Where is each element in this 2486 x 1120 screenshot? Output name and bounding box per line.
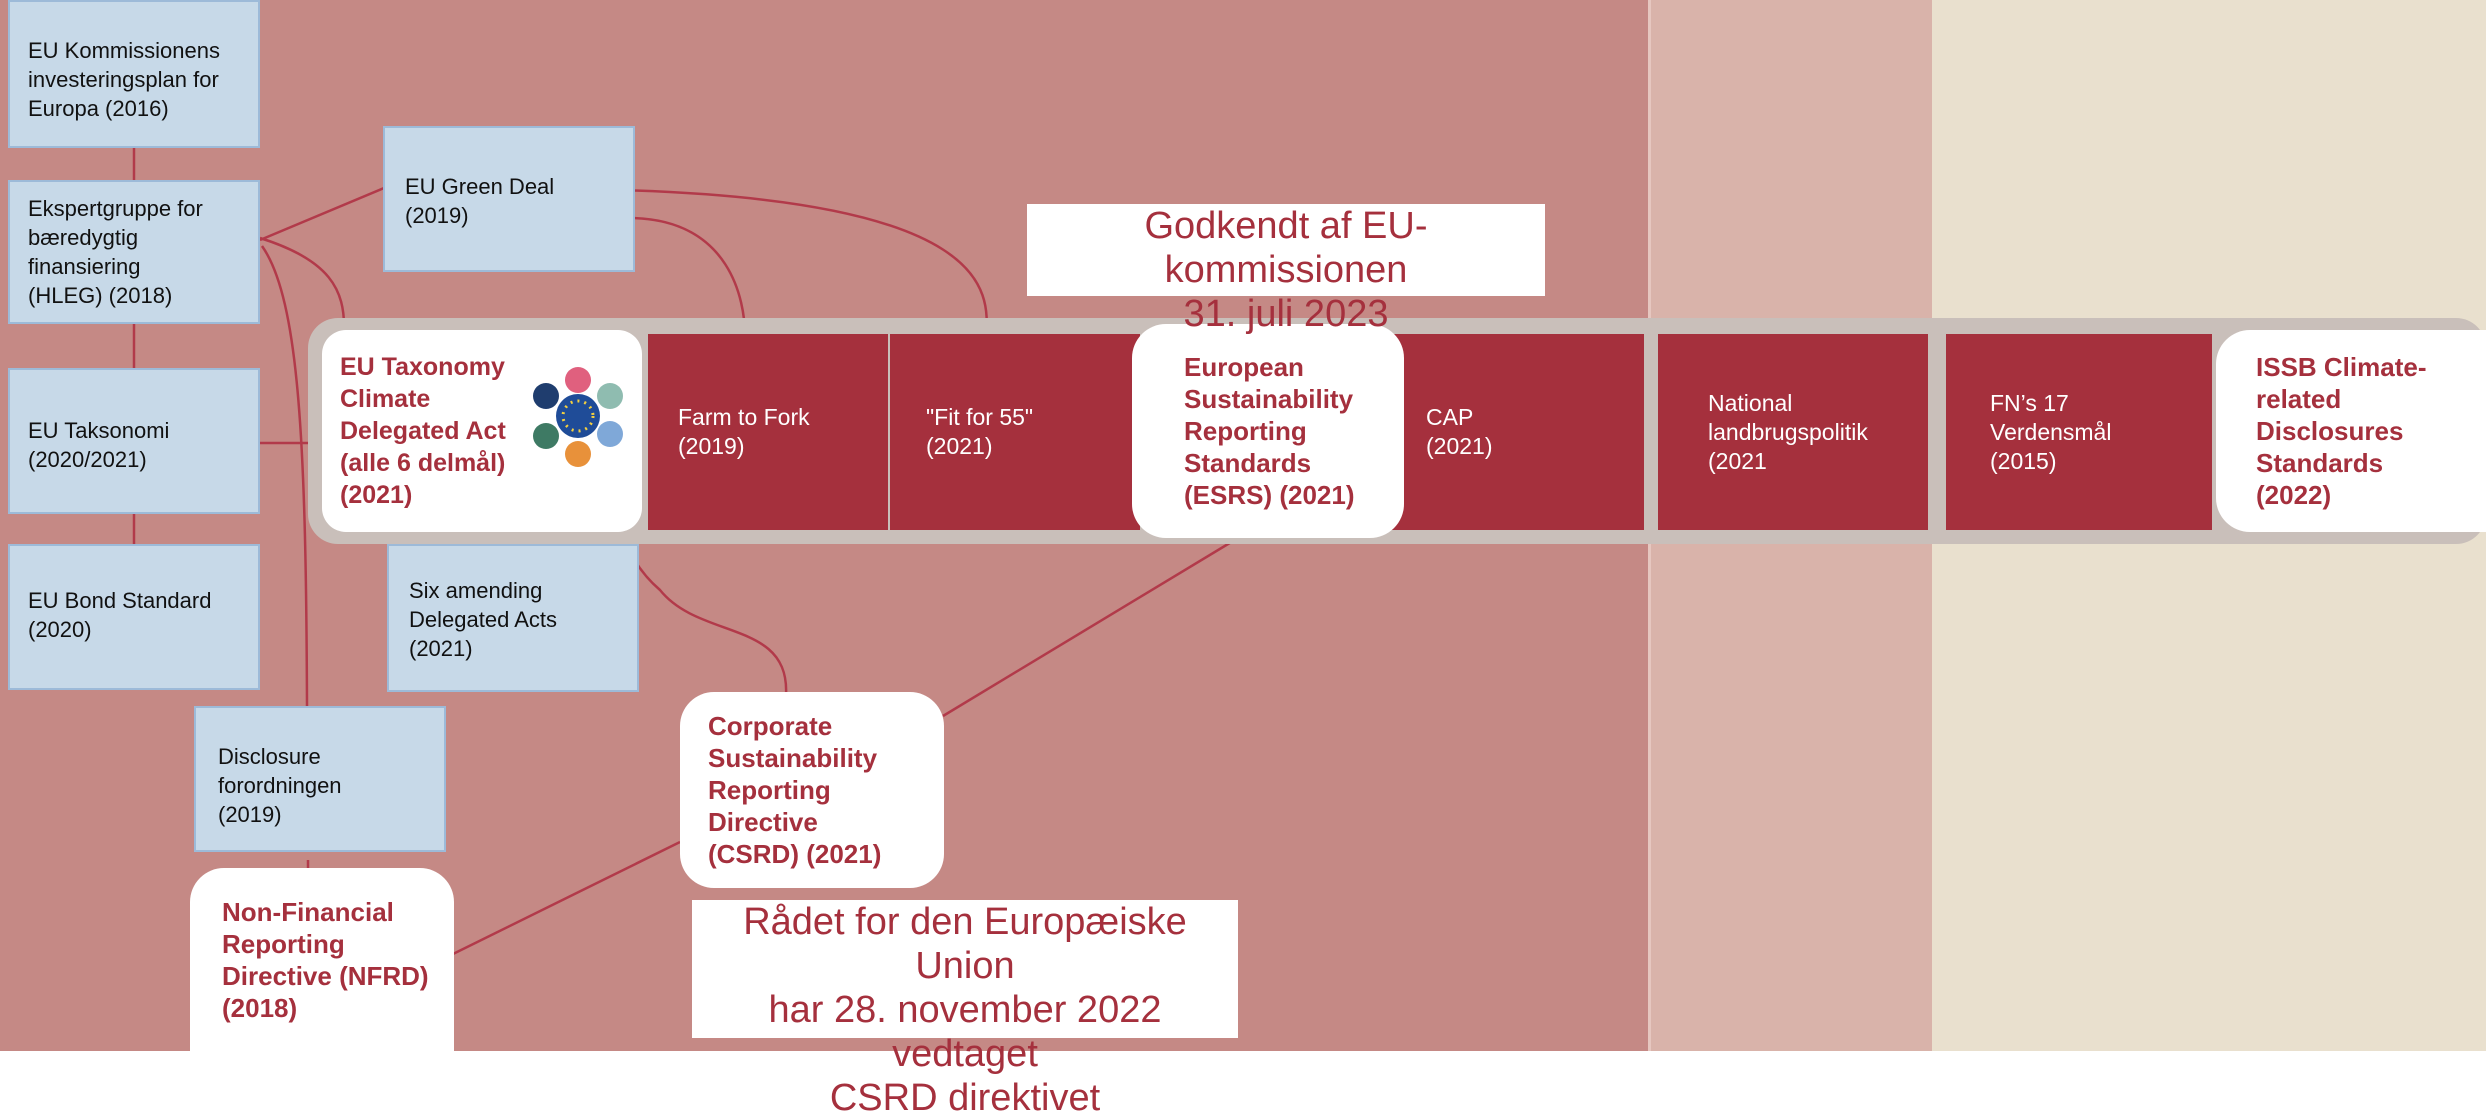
fn17-label: FN’s 17 Verdensmål (2015) bbox=[1990, 389, 2112, 474]
box-investeringsplan: EU Kommissionens investeringsplan for Eu… bbox=[8, 0, 260, 148]
csrd-label: Corporate Sustainability Reporting Direc… bbox=[708, 711, 882, 869]
fit-for-55-label: "Fit for 55" (2021) bbox=[926, 404, 1034, 459]
connector-line bbox=[259, 236, 346, 331]
connector-line bbox=[942, 536, 1239, 718]
nfrd-label: Non-Financial Reporting Directive (NFRD)… bbox=[222, 896, 429, 1023]
item-fit-for-55: "Fit for 55" (2021) bbox=[890, 334, 1140, 530]
cap-label: CAP (2021) bbox=[1426, 404, 1493, 459]
item-farm-to-fork: Farm to Fork (2019) bbox=[648, 334, 888, 530]
connector-line bbox=[259, 186, 385, 242]
connector-line bbox=[452, 840, 681, 956]
item-cap: CAP (2021) bbox=[1380, 334, 1644, 530]
box-six-amending: Six amending Delegated Acts (2021) bbox=[387, 544, 639, 692]
box-csrd: Corporate Sustainability Reporting Direc… bbox=[680, 692, 944, 888]
box-issb: ISSB Climate- related Disclosures Standa… bbox=[2216, 330, 2486, 532]
esrs-label: European Sustainability Reporting Standa… bbox=[1184, 352, 1355, 510]
farm-to-fork-label: Farm to Fork (2019) bbox=[678, 404, 810, 459]
connector-line bbox=[616, 188, 988, 337]
national-label: National landbrugspolitik (2021 bbox=[1708, 389, 1868, 474]
box-nfrd: Non-Financial Reporting Directive (NFRD)… bbox=[190, 868, 454, 1051]
taxonomy-act-label: EU Taxonomy Climate Delegated Act (alle … bbox=[340, 353, 506, 509]
item-fn17: FN’s 17 Verdensmål (2015) bbox=[1946, 334, 2212, 530]
box-bond-standard: EU Bond Standard (2020) bbox=[8, 544, 260, 690]
box-green-deal: EU Green Deal (2019) bbox=[383, 126, 635, 272]
note-council: Rådet for den Europæiske Union har 28. n… bbox=[692, 900, 1238, 1119]
box-disclosure: Disclosure forordningen (2019) bbox=[194, 706, 446, 852]
box-esrs: European Sustainability Reporting Standa… bbox=[1132, 324, 1404, 538]
note-approved: Godkendt af EU-kommissionen 31. juli 202… bbox=[1027, 204, 1545, 335]
eu-flag-sdg-wheel-icon bbox=[533, 367, 623, 467]
issb-label: ISSB Climate- related Disclosures Standa… bbox=[2256, 352, 2427, 510]
connector-line bbox=[260, 245, 309, 707]
item-national: National landbrugspolitik (2021 bbox=[1658, 334, 1928, 530]
box-hleg: Ekspertgruppe for bæredygtig finansierin… bbox=[8, 180, 260, 324]
box-taksonomi: EU Taksonomi (2020/2021) bbox=[8, 368, 260, 514]
